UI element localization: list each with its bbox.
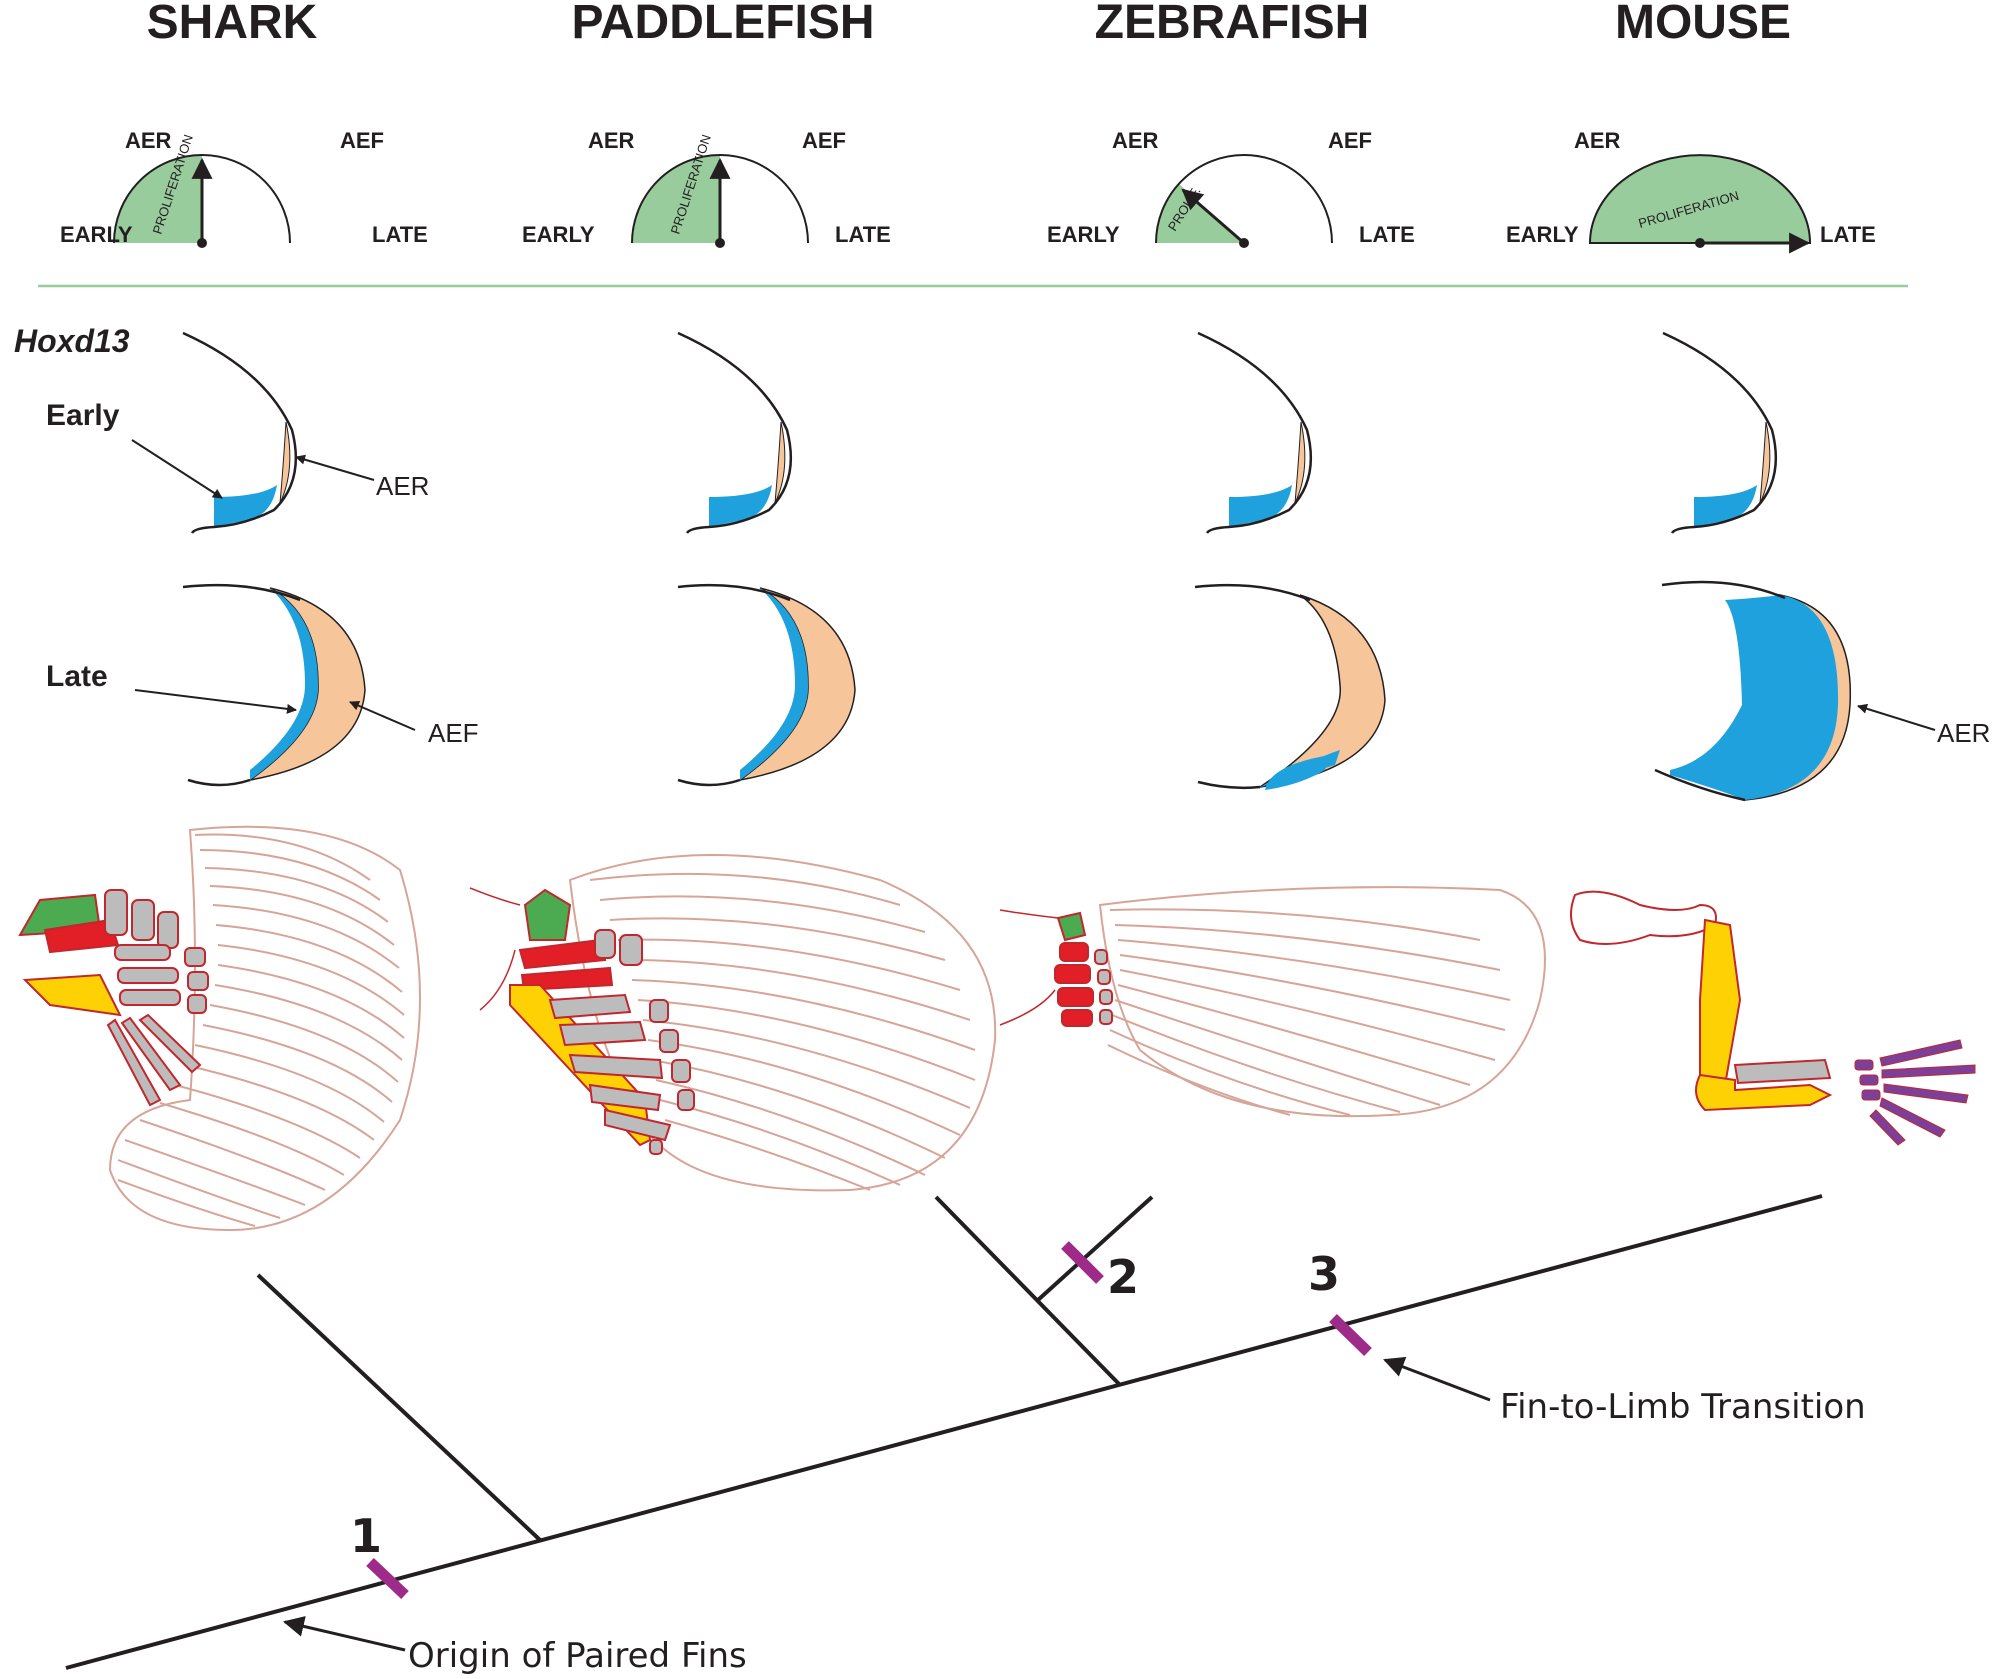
late-bud-paddlefish [677,583,856,787]
gene-label: Hoxd13 [14,323,130,359]
early-arrow [131,439,223,499]
mouse-limb-skeleton [1570,890,1976,1146]
late-bud-shark [182,583,366,787]
dial-zebrafish-aef-label: AEF [1328,128,1372,153]
dial-paddlefish: PROLIFERATION AER AEF EARLY LATE [522,128,891,248]
dial-paddlefish-aef-label: AEF [802,128,846,153]
early-bud-zebrafish [1197,331,1313,534]
dial-zebrafish: PROLIF. AER AEF EARLY LATE [1047,128,1415,248]
early-bud-mouse [1662,331,1778,534]
species-title-mouse: MOUSE [1615,0,1791,49]
late-bud-zebrafish [1194,583,1386,790]
late-bud-mouse [1654,580,1852,802]
event-1-number: 1 [350,1509,382,1563]
event-2: 2 [1061,1241,1139,1304]
late-label: Late [46,660,108,693]
event-3: 3 Fin-to-Limb Transition [1308,1247,1866,1427]
early-aer-arrow [295,454,375,481]
dial-zebrafish-early-label: EARLY [1047,222,1120,247]
shark-fin-skeleton [18,825,421,1232]
event-1-label: Origin of Paired Fins [408,1636,747,1676]
zebrafish-fin-skeleton [999,886,1546,1118]
event-3-label: Fin-to-Limb Transition [1500,1387,1866,1427]
species-title-shark: SHARK [147,0,318,49]
dial-zebrafish-late-label: LATE [1359,222,1415,247]
early-label: Early [46,399,120,432]
event-1-arrow [282,1616,406,1652]
dial-mouse-aer-label: AER [1574,128,1621,153]
event-3-arrow [1383,1356,1491,1402]
dial-mouse-early-label: EARLY [1506,222,1579,247]
dial-shark: PROLIFERATION AER AEF EARLY LATE [60,128,428,248]
species-title-paddlefish: PADDLEFISH [571,0,874,49]
dial-zebrafish-aer-label: AER [1112,128,1159,153]
dial-mouse-late-label: LATE [1820,222,1876,247]
event-3-number: 3 [1308,1247,1340,1301]
dial-paddlefish-late-label: LATE [835,222,891,247]
mouse-aer-label: AER [1937,718,1990,748]
paddlefish-fin-skeleton [469,854,997,1192]
late-arrow [134,689,297,714]
event-2-number: 2 [1107,1250,1139,1304]
dial-shark-aer-label: AER [125,128,172,153]
phylogeny-tree [65,1194,1823,1670]
dial-paddlefish-aer-label: AER [588,128,635,153]
species-title-zebrafish: ZEBRAFISH [1095,0,1370,49]
event-3-marker [1329,1314,1372,1356]
late-aef-label: AEF [428,718,479,748]
event-2-marker [1061,1241,1104,1284]
mouse-aer-arrow [1857,703,1936,731]
early-bud-paddlefish [677,331,793,534]
dial-shark-aef-label: AEF [340,128,384,153]
dial-paddlefish-early-label: EARLY [522,222,595,247]
event-1-marker [366,1557,409,1600]
early-bud-shark [182,331,298,534]
event-1: 1 Origin of Paired Fins [282,1509,747,1676]
early-aer-label: AER [376,471,429,501]
late-aef-arrow [349,700,416,731]
dial-mouse: PROLIFERATION AER EARLY LATE [1506,128,1876,254]
dial-shark-early-label: EARLY [60,222,133,247]
dial-shark-late-label: LATE [372,222,428,247]
species-headers: SHARK PADDLEFISH ZEBRAFISH MOUSE [147,0,1791,49]
